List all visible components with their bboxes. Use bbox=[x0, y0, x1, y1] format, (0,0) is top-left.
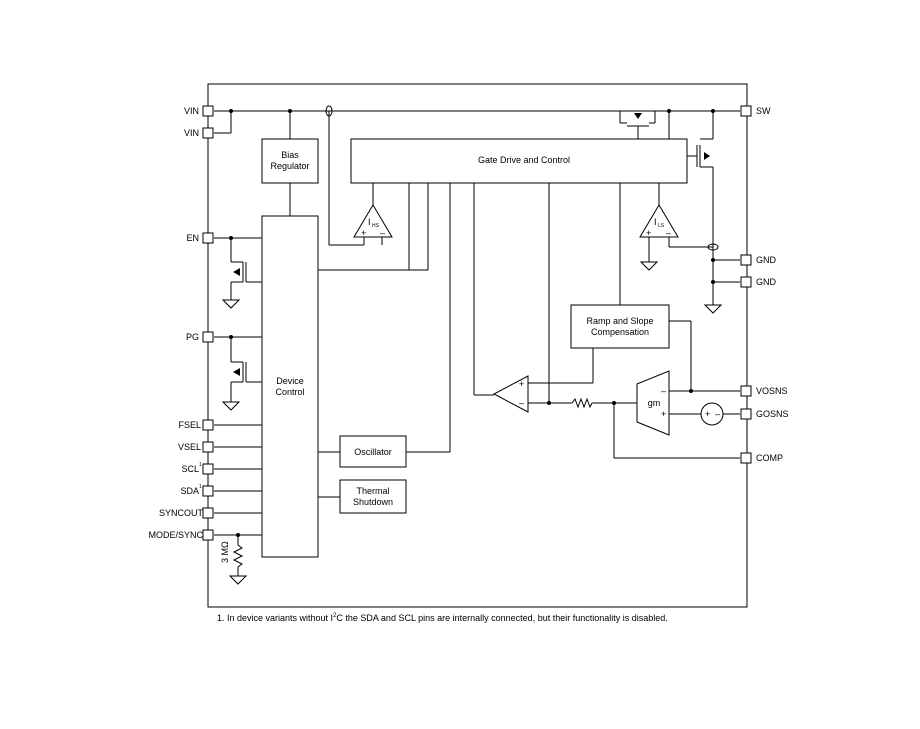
thermal-label-1: Thermal bbox=[356, 486, 389, 496]
ihs-plus: + bbox=[361, 228, 366, 238]
ils-minus: – bbox=[666, 228, 671, 238]
comp-minus: – bbox=[519, 398, 524, 408]
en-fet-arrow bbox=[233, 268, 240, 276]
thermal-shutdown-block bbox=[339, 479, 407, 514]
pin-gnd-1: GND bbox=[756, 255, 777, 265]
comp-resistor bbox=[571, 397, 593, 409]
thermal-label-2: Shutdown bbox=[353, 497, 393, 507]
pin-comp: COMP bbox=[756, 453, 783, 463]
pin-sda: SDA bbox=[180, 486, 199, 496]
oscillator-label: Oscillator bbox=[354, 447, 392, 457]
reference-source-icon bbox=[700, 402, 724, 426]
bias-label-1: Bias bbox=[281, 150, 299, 160]
pwm-comparator bbox=[492, 375, 529, 413]
pin-en: EN bbox=[186, 233, 199, 243]
oscillator-block bbox=[339, 435, 407, 468]
pin-sda-sup: 1 bbox=[199, 484, 202, 490]
pin-scl-sup: 1 bbox=[199, 462, 202, 468]
device-label-2: Control bbox=[275, 387, 304, 397]
gm-plus: + bbox=[661, 409, 666, 419]
gate-drive-block bbox=[350, 138, 688, 184]
ls-current-sense-icon bbox=[707, 243, 719, 251]
gm-label: gm bbox=[648, 398, 661, 408]
bias-label-2: Regulator bbox=[270, 161, 309, 171]
pin-fsel: FSEL bbox=[178, 420, 201, 430]
ref-minus: – bbox=[715, 409, 720, 419]
gate-drive-label: Gate Drive and Control bbox=[478, 155, 570, 165]
footnote-part-a: 1. In device variants without I bbox=[217, 613, 333, 623]
ihs-subscript: HS bbox=[372, 223, 380, 229]
hs-current-sense-icon bbox=[325, 105, 333, 117]
pin-vin-1: VIN bbox=[184, 106, 199, 116]
footnote: 1. In device variants without I2C the SD… bbox=[217, 613, 668, 623]
pin-vsel: VSEL bbox=[178, 442, 201, 452]
ref-plus: + bbox=[705, 409, 710, 419]
left-pins bbox=[202, 105, 214, 541]
device-label-1: Device bbox=[276, 376, 304, 386]
pin-sw: SW bbox=[756, 106, 771, 116]
hs-fet-arrow bbox=[634, 113, 642, 119]
ihs-amplifier bbox=[353, 204, 393, 238]
ramp-slope-block bbox=[570, 304, 670, 349]
ils-label: I bbox=[654, 217, 657, 227]
pin-mode-sync: MODE/SYNC bbox=[148, 530, 203, 540]
ramp-label-2: Compensation bbox=[591, 327, 649, 337]
footnote-part-b: C the SDA and SCL pins are internally co… bbox=[336, 613, 667, 623]
pin-syncout: SYNCOUT bbox=[159, 508, 204, 518]
footnote-sup: 2 bbox=[333, 613, 337, 619]
pin-gnd-2: GND bbox=[756, 277, 777, 287]
pin-gosns: GOSNS bbox=[756, 409, 789, 419]
junctions bbox=[229, 109, 715, 537]
ramp-label-1: Ramp and Slope bbox=[586, 316, 653, 326]
wiring bbox=[214, 110, 740, 576]
pin-vosns: VOSNS bbox=[756, 386, 788, 396]
pin-pg: PG bbox=[186, 332, 199, 342]
pg-fet-arrow bbox=[233, 368, 240, 376]
ils-amplifier bbox=[639, 204, 679, 238]
gm-minus: – bbox=[661, 386, 666, 396]
pin-vin-2: VIN bbox=[184, 128, 199, 138]
ils-plus: + bbox=[646, 228, 651, 238]
ihs-minus: – bbox=[380, 228, 385, 238]
bias-regulator-block bbox=[261, 138, 319, 184]
chip-boundary bbox=[207, 83, 748, 608]
pin-scl: SCL bbox=[181, 464, 199, 474]
ground-icon bbox=[221, 261, 723, 585]
ls-fet-arrow bbox=[704, 152, 710, 160]
comp-plus: + bbox=[519, 379, 524, 389]
mode-resistor-label: 3 MΩ bbox=[220, 541, 230, 563]
right-pins bbox=[740, 105, 752, 464]
device-control-block bbox=[261, 215, 319, 558]
gm-amplifier bbox=[636, 370, 670, 436]
ihs-label: I bbox=[368, 217, 371, 227]
ils-subscript: LS bbox=[658, 223, 665, 229]
